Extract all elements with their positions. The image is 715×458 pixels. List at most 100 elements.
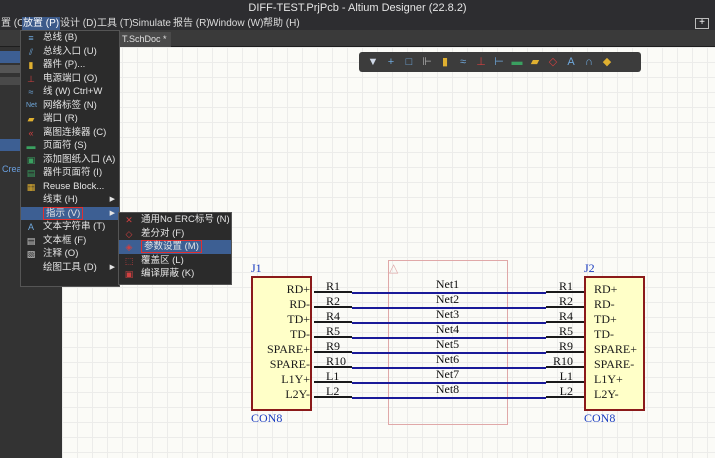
menu-window[interactable]: Window (W) <box>209 18 264 29</box>
net-label: Net7 <box>435 367 460 381</box>
port-icon[interactable]: ▰ <box>530 56 540 68</box>
pin-stub <box>314 351 352 353</box>
left-resistor-label: L1 <box>326 369 340 383</box>
net-wire[interactable] <box>352 322 546 324</box>
j1-pin-label: L2Y- <box>285 387 310 401</box>
menu-item-harness[interactable]: 线束 (H)▶ <box>43 194 115 205</box>
blanket-icon: ⬚ <box>124 255 134 266</box>
power-port-icon[interactable]: ⊥ <box>476 56 486 68</box>
menu-tools[interactable]: 工具 (T) <box>97 18 133 29</box>
menu-item-off-sheet-connector[interactable]: «离图连接器 (C) <box>21 126 119 140</box>
net-wire[interactable] <box>352 337 546 339</box>
menu-item-bus[interactable]: ≡总线 (B) <box>21 31 119 45</box>
menu-help[interactable]: 帮助 (H) <box>263 18 300 29</box>
panel-input-stub[interactable] <box>0 77 24 85</box>
pin-stub <box>546 321 584 323</box>
wire-icon: ≈ <box>28 87 34 97</box>
j2-pin-label: RD+ <box>594 282 618 296</box>
arc-icon[interactable]: ∩ <box>585 56 593 68</box>
document-tab-strip: T.SchDoc * <box>0 30 715 47</box>
pin-stub <box>546 366 584 368</box>
no-erc-icon: ✕ <box>125 215 133 225</box>
pin-stub <box>546 351 584 353</box>
net-wire[interactable] <box>352 397 546 399</box>
text-icon[interactable]: A <box>567 56 575 68</box>
text-string-icon: A <box>27 222 34 232</box>
net-wire[interactable] <box>352 382 546 384</box>
filter-icon[interactable]: ▼ <box>367 56 379 68</box>
menu-item-sheet-symbol[interactable]: ▬页面符 (S) <box>26 140 87 151</box>
menu-design[interactable]: 设计 (D) <box>60 18 97 29</box>
menu-reports[interactable]: 报告 (R) <box>173 18 210 29</box>
menu-item-parameter-set[interactable]: ◈参数设置 (M) <box>119 240 231 254</box>
directive-icon[interactable]: ◇ <box>548 56 558 68</box>
harness-icon[interactable]: ⊢ <box>494 56 504 68</box>
shape-icon[interactable]: ◆ <box>602 56 612 68</box>
menu-item-sheet-entry[interactable]: ▣添加图纸入口 (A) <box>26 153 116 165</box>
add-icon[interactable]: + <box>695 18 709 29</box>
j2-body[interactable] <box>584 276 645 411</box>
menu-item-bus-entry[interactable]: ⫽总线入口 (U) <box>21 45 119 59</box>
net-wire[interactable] <box>352 352 546 354</box>
place-menu: ≡总线 (B) ⫽总线入口 (U) ▮器件 (P)... ⊥电源端口 (O) ≈… <box>20 30 120 287</box>
menu-place[interactable]: 放置 (P) <box>22 17 61 30</box>
right-resistor-label: R5 <box>558 324 573 338</box>
compile-mask-icon: ▣ <box>124 269 134 279</box>
net-wire[interactable] <box>352 307 546 309</box>
j1-pin-label: L1Y+ <box>281 372 310 386</box>
document-tab[interactable]: T.SchDoc * <box>118 32 171 47</box>
j1-body[interactable] <box>251 276 312 411</box>
device-sheet-icon: ▤ <box>26 168 36 178</box>
select-icon[interactable]: □ <box>405 56 413 68</box>
menu-item-note[interactable]: ▧注释 (O) <box>26 248 79 259</box>
menu-partial-item[interactable]: 置 (C) <box>1 18 28 29</box>
menu-item-blanket[interactable]: ⬚覆盖区 (L) <box>124 254 184 266</box>
document-tab-label: T.SchDoc * <box>122 34 167 44</box>
menu-item-device-sheet[interactable]: ▤器件页面符 (I) <box>26 167 103 178</box>
panel-partial-text: Creat <box>2 164 25 174</box>
net-label-icon: Net <box>26 101 37 109</box>
menu-item-drawing-tools[interactable]: 绘图工具 (D)▶ <box>43 261 115 273</box>
net-wire[interactable] <box>352 292 546 294</box>
move-icon[interactable]: + <box>387 56 395 68</box>
menu-item-wire[interactable]: ≈线 (W) Ctrl+W <box>21 85 119 99</box>
pin-stub <box>546 291 584 293</box>
pin-stub <box>314 396 352 398</box>
align-icon[interactable]: ⊩ <box>422 56 432 68</box>
menu-simulate[interactable]: Simulate <box>132 18 171 29</box>
blanket-region[interactable] <box>388 260 508 425</box>
wire-icon[interactable]: ≈ <box>459 56 467 68</box>
menu-item-power-port[interactable]: ⊥电源端口 (O) <box>27 72 98 84</box>
off-sheet-connector-icon: « <box>28 127 34 138</box>
sheet-symbol-icon[interactable]: ▬ <box>511 56 523 68</box>
pin-stub <box>314 381 352 383</box>
menu-item-diff-pair[interactable]: ◇差分对 (F) <box>125 227 185 239</box>
j1-pin-label: RD+ <box>286 282 310 296</box>
net-label: Net6 <box>435 352 460 366</box>
menu-item-reuse-block[interactable]: ▦Reuse Block... <box>26 180 105 192</box>
j2-pin-label: TD- <box>594 327 614 341</box>
panel-selected-item[interactable] <box>0 139 20 151</box>
sheet-symbol-icon: ▬ <box>26 141 36 151</box>
j1-pin-label: TD- <box>290 327 310 341</box>
menu-item-port[interactable]: ▰端口 (R) <box>27 113 78 124</box>
pin-stub <box>314 336 352 338</box>
menu-item-compile-mask[interactable]: ▣编译屏蔽 (K) <box>124 268 195 279</box>
menu-item-no-erc[interactable]: ✕通用No ERC标号 (N) <box>125 214 230 225</box>
menu-item-text-frame[interactable]: ▤文本框 (F) <box>26 234 87 246</box>
j2-pin-label: L2Y- <box>594 387 619 401</box>
menu-item-directives[interactable]: 指示 (V)▶ <box>21 206 119 220</box>
panel-input-stub[interactable] <box>0 65 22 73</box>
bus-icon: ≡ <box>28 33 34 43</box>
net-label: Net1 <box>435 277 460 291</box>
panel-toolbar-icon[interactable] <box>0 51 20 63</box>
pin-stub <box>314 291 352 293</box>
component-icon[interactable]: ▮ <box>441 56 449 68</box>
j2-pin-label: L1Y+ <box>594 372 623 386</box>
bus-entry-icon: ⫽ <box>28 46 33 57</box>
menu-item-part[interactable]: ▮器件 (P)... <box>21 58 119 72</box>
net-wire[interactable] <box>352 367 546 369</box>
right-resistor-label: L2 <box>559 384 573 398</box>
